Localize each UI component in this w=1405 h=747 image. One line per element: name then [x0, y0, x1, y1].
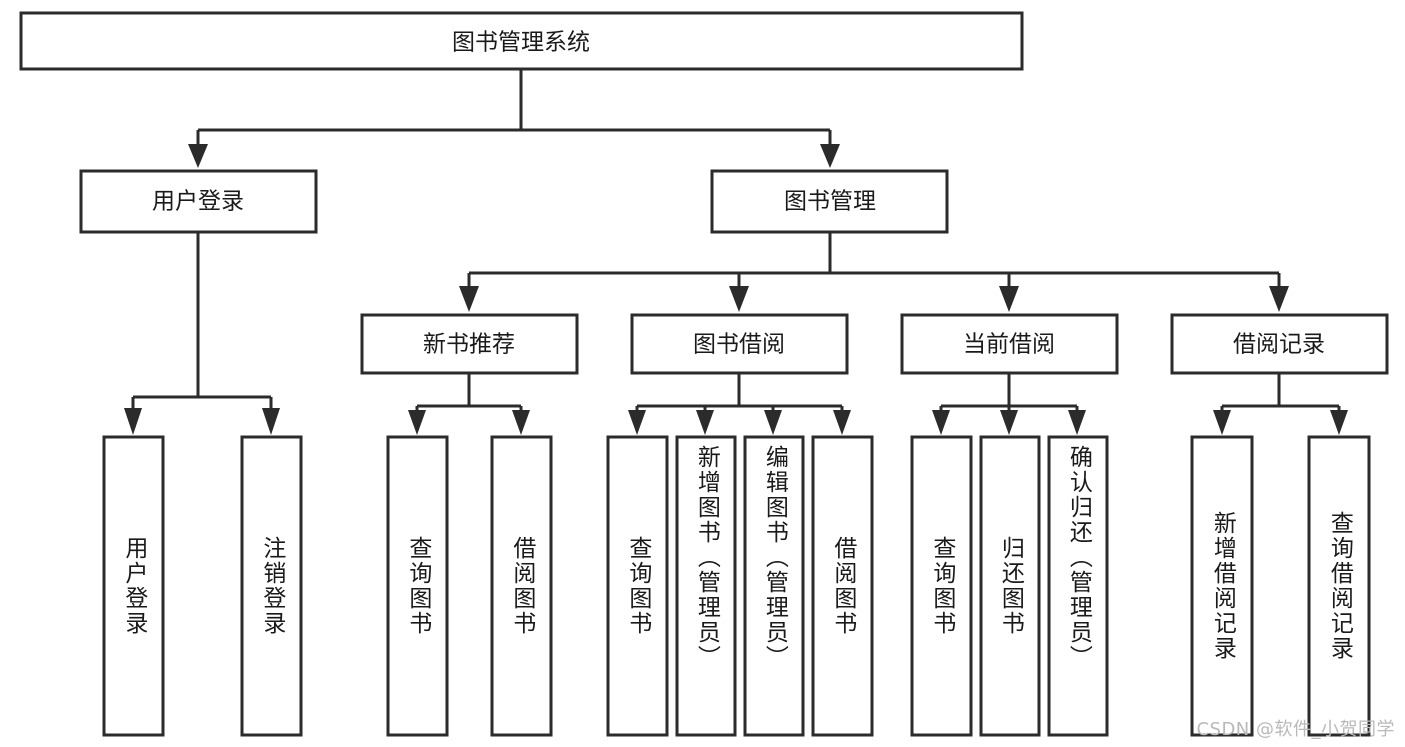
arrow-leaf-cb-3 [1068, 410, 1086, 435]
node-book-management-label: 图书管理 [784, 189, 876, 215]
arrow-leaf-bb-2 [696, 410, 714, 435]
node-new-book-recommend-box[interactable] [360, 313, 579, 375]
connector-layer [124, 69, 1348, 435]
arrow-l3-1 [459, 286, 479, 312]
arrow-leaf-bb-3 [764, 410, 782, 435]
leaf-box-br-2[interactable] [1307, 435, 1371, 737]
arrow-l3-4 [1269, 286, 1289, 312]
arrow-user-login [188, 144, 208, 168]
node-root-label: 图书管理系统 [452, 30, 590, 56]
node-borrow-record-box[interactable] [1170, 313, 1389, 375]
leaf-box-br-1[interactable] [1190, 435, 1254, 737]
node-current-borrow-box[interactable] [900, 313, 1119, 375]
node-root[interactable]: 图书管理系统 [19, 11, 1024, 71]
leaf-box-cb-2[interactable] [979, 435, 1041, 737]
arrow-book-mgmt [820, 144, 840, 168]
leaf-box-cb-1[interactable] [910, 435, 973, 737]
node-user-login-label: 用户登录 [152, 189, 244, 215]
arrow-leaf-cb-2 [1000, 410, 1018, 435]
node-new-book-recommend-label: 新书推荐 [423, 332, 515, 358]
arrow-leaf-user-login-2 [262, 408, 280, 435]
arrow-leaf-bb-4 [833, 410, 851, 435]
leaf-box-user-login-2[interactable] [240, 435, 303, 737]
node-root-box[interactable] [19, 11, 1024, 71]
arrow-leaf-nbr-1 [408, 410, 426, 435]
node-current-borrow-label: 当前借阅 [963, 332, 1055, 358]
leaf-box-nbr-2[interactable] [490, 435, 553, 737]
node-book-borrow[interactable]: 图书借阅 [630, 313, 849, 375]
arrow-leaf-bb-1 [628, 410, 646, 435]
node-borrow-record-label: 借阅记录 [1233, 332, 1325, 358]
node-new-book-recommend[interactable]: 新书推荐 [360, 313, 579, 375]
arrow-l3-3 [999, 286, 1019, 312]
csdn-watermark: CSDN @软件_小贺同学 [1196, 719, 1395, 740]
node-borrow-record[interactable]: 借阅记录 [1170, 313, 1389, 375]
node-book-management[interactable]: 图书管理 [710, 169, 949, 234]
node-book-borrow-box[interactable] [630, 313, 849, 375]
leaf-box-user-login-1[interactable] [102, 435, 165, 737]
leaf-box-bb-3[interactable] [743, 435, 805, 737]
leaf-box-layer [102, 435, 1371, 737]
node-current-borrow[interactable]: 当前借阅 [900, 313, 1119, 375]
arrow-leaf-nbr-2 [512, 410, 530, 435]
arrow-leaf-user-login-1 [124, 408, 142, 435]
leaf-box-cb-3[interactable] [1047, 435, 1109, 737]
node-user-login-box[interactable] [79, 169, 318, 234]
node-user-login[interactable]: 用户登录 [79, 169, 318, 234]
node-book-borrow-label: 图书借阅 [693, 332, 785, 358]
arrow-leaf-br-1 [1213, 410, 1231, 435]
node-book-management-box[interactable] [710, 169, 949, 234]
arrow-l3-2 [729, 286, 749, 312]
leaf-box-bb-4[interactable] [811, 435, 874, 737]
arrow-leaf-cb-1 [932, 410, 950, 435]
leaf-box-bb-1[interactable] [606, 435, 669, 737]
leaf-box-bb-2[interactable] [675, 435, 737, 737]
arrow-leaf-br-2 [1330, 410, 1348, 435]
leaf-box-nbr-1[interactable] [386, 435, 449, 737]
